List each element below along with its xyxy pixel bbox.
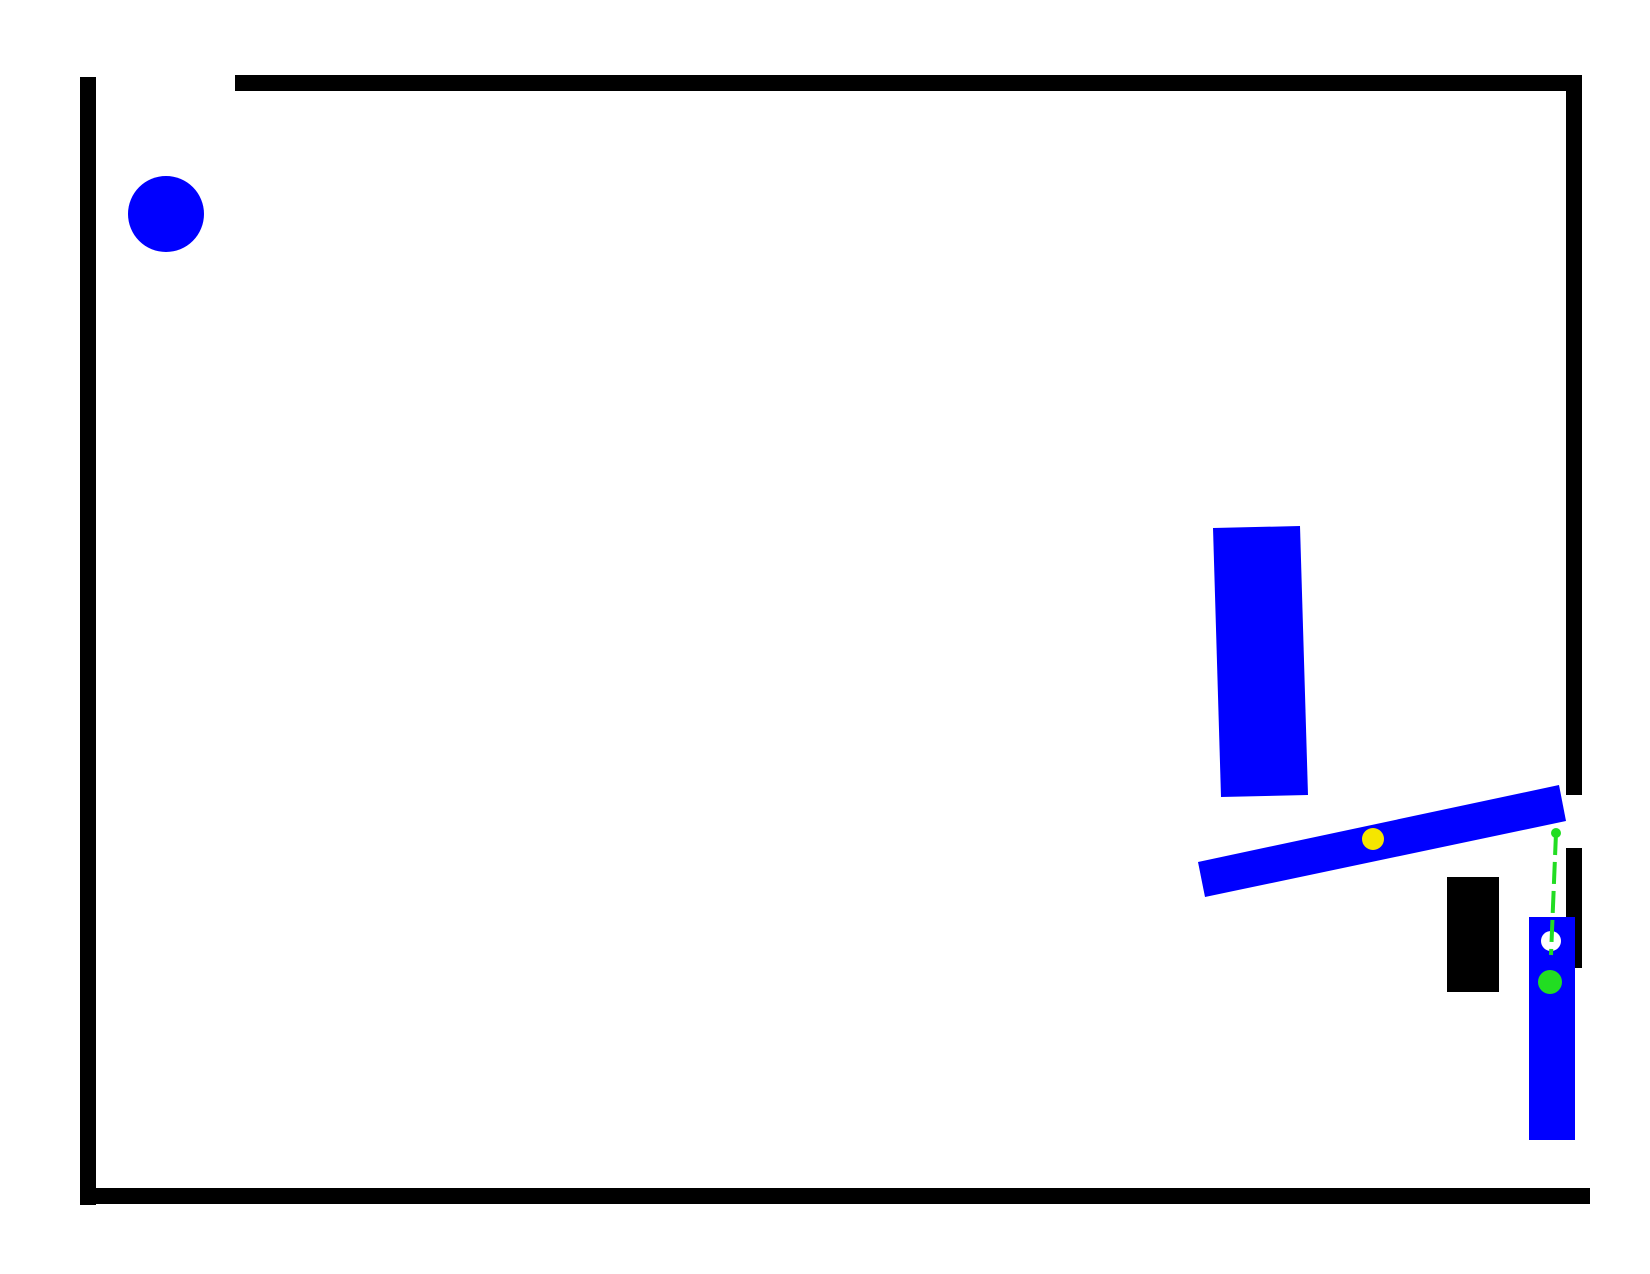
wall-top xyxy=(235,75,1582,91)
goal-anchor-top xyxy=(1551,828,1561,838)
boundary-walls xyxy=(80,75,1590,1205)
black-block xyxy=(1447,877,1499,992)
wall-right-upper xyxy=(1566,75,1582,795)
goal-marker xyxy=(1538,970,1562,994)
wall-left xyxy=(80,77,96,1205)
tall-block[interactable] xyxy=(1213,526,1308,797)
wall-bottom xyxy=(80,1188,1590,1204)
goal-line xyxy=(1549,832,1558,956)
ball[interactable] xyxy=(128,176,204,252)
yellow-marker xyxy=(1362,828,1384,850)
